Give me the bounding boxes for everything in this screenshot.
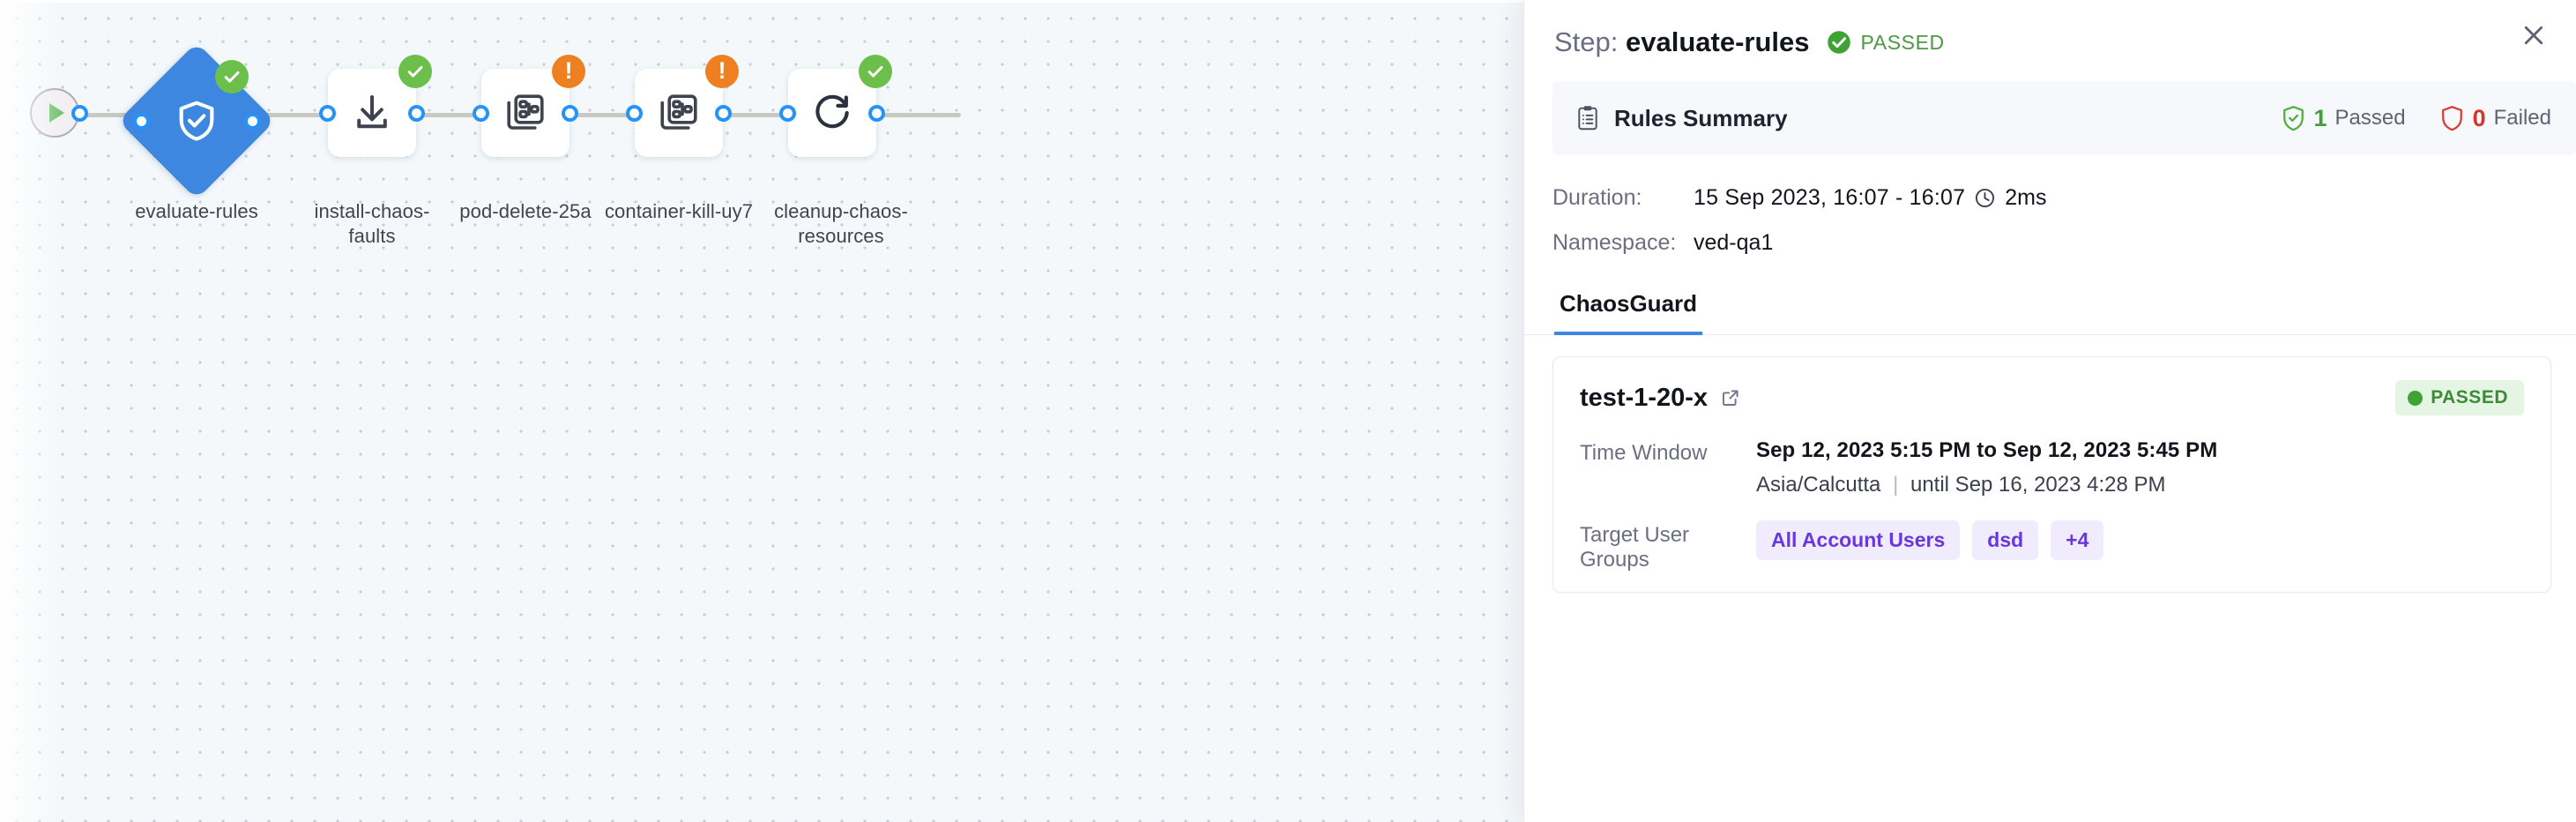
connector-evaluate-to-install (252, 113, 327, 117)
card-status-label: PASSED (2431, 387, 2508, 407)
target-user-groups-chips: All Account Users dsd +4 (1756, 520, 2104, 560)
exclamation-glyph: ! (718, 56, 726, 84)
close-icon (2520, 22, 2547, 49)
exclamation-glyph: ! (564, 56, 573, 84)
rules-summary-title: Rules Summary (1614, 104, 1788, 131)
node-input-port[interactable] (473, 105, 489, 122)
shield-check-icon (141, 65, 252, 176)
time-window-value: Sep 12, 2023 5:15 PM to Sep 12, 2023 5:4… (1756, 438, 2218, 462)
target-user-group-chip[interactable]: dsd (1972, 520, 2039, 560)
namespace-value: ved-qa1 (1694, 230, 1774, 255)
canvas-top-divider (0, 0, 1523, 3)
start-node[interactable] (30, 88, 88, 138)
node-cleanup-chaos-resources[interactable]: cleanup-chaos-resources (774, 55, 908, 247)
node-pod-delete-25a[interactable]: ! pod-delete-25a (459, 55, 592, 222)
rules-passed-count: 1 (2313, 104, 2327, 131)
duration-value: 15 Sep 2023, 16:07 - 16:07 (1694, 185, 1966, 210)
download-icon (351, 92, 393, 134)
rules-passed-label: Passed (2334, 106, 2406, 130)
duration-elapsed: 2ms (2005, 185, 2047, 210)
start-node-output-port[interactable] (71, 105, 88, 122)
node-status-badge-success (859, 55, 892, 88)
check-circle-icon (1826, 29, 1852, 56)
rules-passed-stat: 1 Passed (2281, 105, 2406, 132)
shield-icon (2439, 105, 2465, 132)
time-window-timezone: Asia/Calcutta (1756, 473, 1881, 497)
time-window-until: until Sep 16, 2023 4:28 PM (1910, 473, 2166, 497)
card-status-badge: PASSED (2395, 380, 2524, 415)
target-user-groups-row: Target User Groups All Account Users dsd +… (1580, 520, 2524, 572)
connector-start-to-evaluate (72, 113, 169, 117)
external-link-icon[interactable] (1720, 387, 1741, 408)
namespace-key: Namespace: (1552, 230, 1677, 255)
node-container-kill-uy7[interactable]: ! container-kill-uy7 (605, 55, 753, 222)
node-status-badge-success (215, 60, 249, 93)
page-title: Step: evaluate-rules (1554, 26, 1810, 58)
panel-title-step-name: evaluate-rules (1626, 26, 1810, 57)
target-user-group-chip[interactable]: All Account Users (1756, 520, 1961, 560)
status-badge: PASSED (1826, 29, 1945, 56)
connector-cleanup-trailing (877, 113, 961, 117)
rules-failed-count: 0 (2472, 104, 2486, 131)
node-label: cleanup-chaos-resources (774, 200, 908, 247)
step-meta: Duration: 15 Sep 2023, 16:07 - 16:07 2ms… (1552, 185, 2576, 256)
rules-failed-stat: 0 Failed (2439, 105, 2551, 132)
connector-install-to-poddelete (414, 113, 498, 117)
rules-summary-bar: Rules Summary 1 Passed (1552, 81, 2576, 155)
rules-failed-label: Failed (2493, 106, 2551, 130)
status-dot-icon (2408, 390, 2423, 406)
connector-poddelete-to-containerkill (569, 113, 652, 117)
node-label: install-chaos-faults (314, 200, 430, 247)
node-install-chaos-faults[interactable]: install-chaos-faults (314, 55, 432, 247)
time-window-row: Time Window Sep 12, 2023 5:15 PM to Sep … (1580, 438, 2524, 497)
node-label: evaluate-rules (135, 200, 258, 222)
status-badge-label: PASSED (1860, 30, 1945, 54)
step-details-panel: Step: evaluate-rules PASSED (1523, 0, 2576, 822)
time-window-separator: | (1893, 473, 1899, 497)
pipeline-canvas[interactable]: evaluate-rules install-chaos-faults (0, 0, 1523, 822)
node-output-port[interactable] (868, 105, 885, 122)
panel-header: Step: evaluate-rules PASSED (1524, 0, 2576, 78)
shield-check-icon (2281, 105, 2306, 132)
node-input-port[interactable] (779, 105, 796, 122)
node-output-port[interactable] (715, 105, 732, 122)
chaos-experiment-icon (658, 92, 700, 134)
duration-row: Duration: 15 Sep 2023, 16:07 - 16:07 2ms (1552, 185, 2576, 211)
node-input-port[interactable] (133, 113, 150, 130)
clock-icon (1974, 187, 1996, 209)
chaosguard-test-card: test-1-20-x PASSED Time Window (1552, 356, 2551, 593)
connector-containerkill-to-cleanup (723, 113, 807, 117)
namespace-row: Namespace: ved-qa1 (1552, 230, 2576, 256)
clipboard-icon (1575, 105, 1600, 131)
panel-tabs: ChaosGuard (1524, 275, 2576, 335)
play-icon (49, 103, 64, 123)
chaos-experiment-icon (504, 92, 547, 134)
node-status-badge-success (398, 55, 432, 88)
duration-key: Duration: (1552, 185, 1642, 210)
node-output-port[interactable] (408, 105, 425, 122)
node-output-port[interactable] (244, 113, 261, 130)
target-user-group-chip[interactable]: +4 (2051, 520, 2104, 560)
node-output-port[interactable] (562, 105, 578, 122)
node-status-badge-warning: ! (552, 55, 585, 88)
panel-title-prefix: Step: (1554, 26, 1619, 57)
time-window-key: Time Window (1580, 441, 1708, 465)
node-input-port[interactable] (626, 105, 643, 122)
node-label: pod-delete-25a (459, 200, 592, 222)
card-title: test-1-20-x (1580, 383, 1709, 412)
refresh-icon (810, 91, 854, 135)
node-status-badge-warning: ! (705, 55, 739, 88)
target-user-groups-key: Target User Groups (1580, 523, 1690, 572)
node-input-port[interactable] (319, 105, 336, 122)
node-label: container-kill-uy7 (604, 200, 754, 222)
close-button[interactable] (2514, 16, 2553, 55)
tab-chaosguard[interactable]: ChaosGuard (1554, 276, 1703, 335)
